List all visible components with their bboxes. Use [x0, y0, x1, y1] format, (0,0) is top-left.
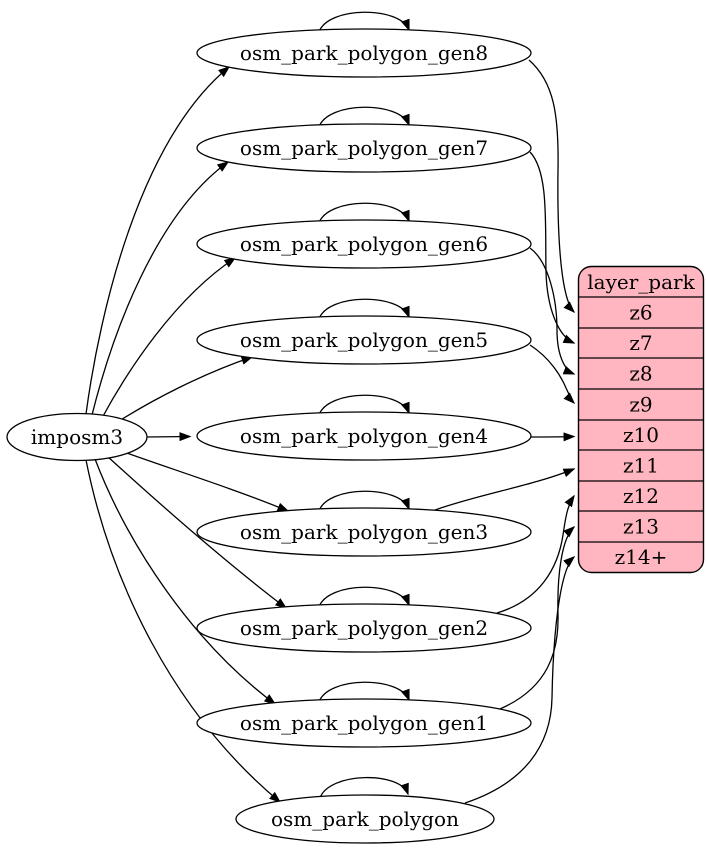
edge-imposm3-to-osm_park_polygon_gen7	[91, 161, 230, 416]
self-loop-osm_park_polygon_gen1	[318, 681, 410, 703]
imposm3-label: imposm3	[31, 425, 123, 449]
edge-osm_park_polygon_gen2-to-z12	[496, 494, 575, 614]
table-ellipse	[196, 507, 532, 557]
node-osm_park_polygon_gen7: osm_park_polygon_gen7	[196, 123, 532, 173]
row-z9: z9	[629, 393, 652, 417]
layer-park-title: layer_park	[587, 270, 695, 294]
row-z13: z13	[623, 515, 659, 539]
self-loop-osm_park_polygon_gen4	[318, 394, 410, 416]
self-loop-osm_park_polygon_gen5	[318, 298, 410, 320]
edge-osm_park_polygon_gen6-to-z8	[529, 247, 576, 375]
table-label: osm_park_polygon_gen3	[240, 520, 488, 544]
table-label: osm_park_polygon_gen6	[240, 232, 488, 256]
table-ellipse	[235, 794, 495, 844]
edge-osm_park_polygon-to-z14plus	[464, 556, 576, 804]
edge-imposm3-to-osm_park_polygon_gen2	[106, 455, 288, 609]
row-z7: z7	[629, 331, 652, 355]
table-label: osm_park_polygon_gen4	[240, 424, 488, 448]
edge-imposm3-to-osm_park_polygon_gen5	[115, 356, 254, 424]
row-z10: z10	[623, 423, 659, 447]
row-z8: z8	[629, 362, 652, 386]
table-label: osm_park_polygon_gen8	[240, 41, 488, 65]
self-loop-osm_park_polygon_gen6	[318, 202, 410, 224]
edge-osm_park_polygon_gen7-to-z7	[529, 151, 576, 344]
row-z11: z11	[623, 454, 659, 478]
edges-source-to-tables	[85, 66, 290, 803]
table-ellipse	[196, 698, 532, 748]
edge-osm_park_polygon_gen3-to-z11	[434, 468, 576, 511]
table-ellipse	[196, 603, 532, 653]
table-label: osm_park_polygon_gen1	[240, 711, 488, 735]
edge-imposm3-to-osm_park_polygon_gen1	[94, 458, 277, 705]
edge-osm_park_polygon_gen1-to-z13	[499, 525, 576, 710]
node-osm_park_polygon: osm_park_polygon	[235, 794, 495, 844]
node-layer_park: layer_park z6 z7 z8 z9 z10 z11 z12 z13 z…	[577, 265, 705, 574]
self-loop-osm_park_polygon_gen7	[318, 106, 410, 128]
self-loop-osm_park_polygon	[319, 776, 409, 799]
node-osm_park_polygon_gen1: osm_park_polygon_gen1	[196, 698, 532, 748]
table-label: osm_park_polygon_gen5	[240, 328, 488, 352]
table-ellipse	[196, 411, 532, 461]
self-loop-osm_park_polygon_gen3	[318, 490, 410, 512]
table-label: osm_park_polygon	[271, 807, 459, 831]
edge-imposm3-to-osm_park_polygon	[85, 459, 282, 803]
edge-imposm3-to-osm_park_polygon_gen8	[85, 66, 231, 415]
node-osm_park_polygon_gen4: osm_park_polygon_gen4	[196, 411, 532, 461]
row-z6: z6	[629, 301, 652, 325]
self-loop-osm_park_polygon_gen8	[318, 11, 410, 33]
table-ellipse	[196, 219, 532, 269]
row-z14plus: z14+	[615, 545, 668, 569]
node-osm_park_polygon_gen8: osm_park_polygon_gen8	[196, 28, 532, 78]
row-z12: z12	[623, 484, 659, 508]
edges-tables-to-layer	[434, 59, 576, 804]
table-label: osm_park_polygon_gen7	[240, 136, 488, 160]
self-loop-osm_park_polygon_gen2	[318, 586, 410, 608]
node-osm_park_polygon_gen6: osm_park_polygon_gen6	[196, 219, 532, 269]
node-osm_park_polygon_gen3: osm_park_polygon_gen3	[196, 507, 532, 557]
table-ellipse	[196, 123, 532, 173]
table-ellipse	[196, 28, 532, 78]
imposm3-ellipse	[6, 412, 148, 462]
edge-osm_park_polygon_gen8-to-z6	[528, 59, 576, 314]
edge-osm_park_polygon_gen5-to-z9	[529, 344, 576, 405]
edge-imposm3-to-osm_park_polygon_gen3	[123, 451, 290, 512]
table-ellipse	[196, 315, 532, 365]
self-loop-edges	[318, 11, 410, 799]
edge-imposm3-to-osm_park_polygon_gen6	[101, 257, 237, 419]
table-label: osm_park_polygon_gen2	[240, 616, 488, 640]
node-osm_park_polygon_gen2: osm_park_polygon_gen2	[196, 603, 532, 653]
node-osm_park_polygon_gen5: osm_park_polygon_gen5	[196, 315, 532, 365]
edge-osm_park_polygon_gen4-to-z10	[530, 432, 576, 442]
node-imposm3: imposm3	[6, 412, 148, 462]
edge-imposm3-to-osm_park_polygon_gen4	[146, 432, 192, 442]
